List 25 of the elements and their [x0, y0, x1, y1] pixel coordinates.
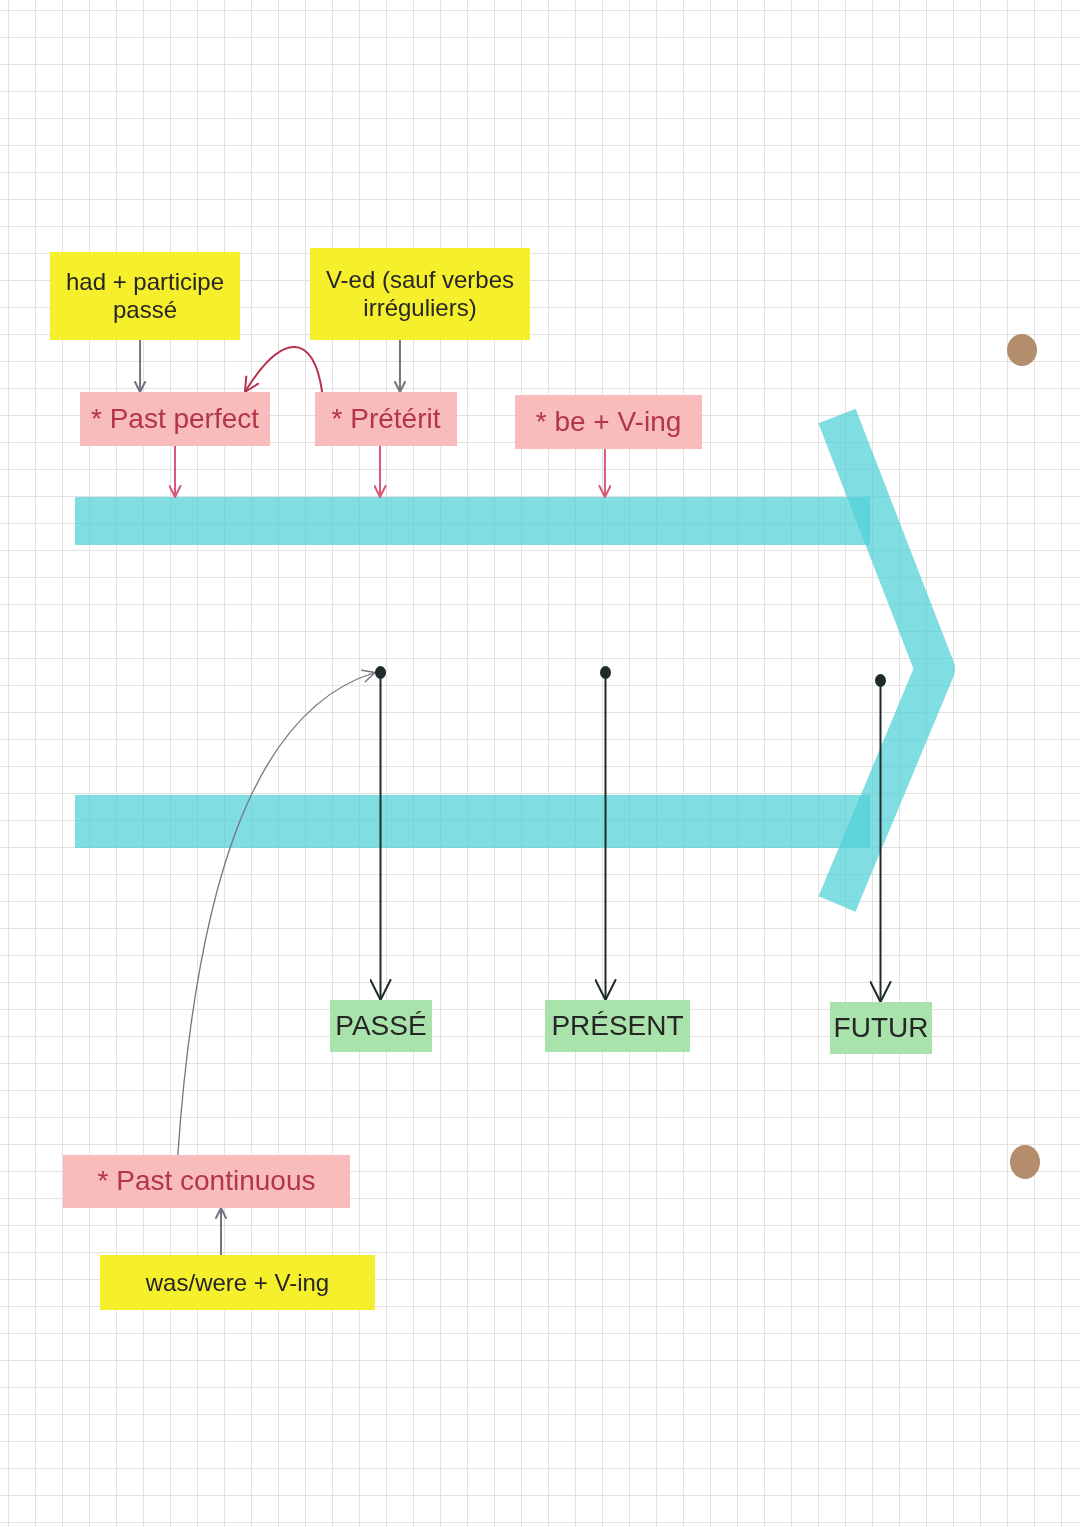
arrow [373, 445, 387, 498]
arrow [869, 686, 892, 1003]
arrow [134, 339, 147, 393]
timeline-bar [75, 497, 870, 545]
curved-arrow [177, 670, 376, 1156]
dot-icon [375, 666, 386, 679]
arrow [369, 678, 392, 1001]
arrow [594, 678, 617, 1001]
arrow [394, 339, 406, 393]
time-label: FUTUR [830, 1002, 932, 1054]
arrow [598, 448, 612, 498]
arrow [168, 445, 182, 498]
arrow [215, 1207, 227, 1256]
tense-label: * Past continuous [63, 1155, 350, 1208]
tense-label: * Prétérit [315, 392, 457, 446]
tense-label: * be + V-ing [515, 395, 702, 449]
dot-icon [600, 666, 611, 679]
highlighted-note: was/were + V-ing [100, 1255, 375, 1310]
curved-arrow [243, 346, 324, 393]
time-label: PRÉSENT [545, 1000, 690, 1052]
highlighted-note: had + participe passé [50, 252, 240, 340]
tense-label: * Past perfect [80, 392, 270, 446]
time-label: PASSÉ [330, 1000, 432, 1052]
dot-icon [875, 674, 886, 687]
highlighted-note: V-ed (sauf verbes irréguliers) [310, 248, 530, 340]
